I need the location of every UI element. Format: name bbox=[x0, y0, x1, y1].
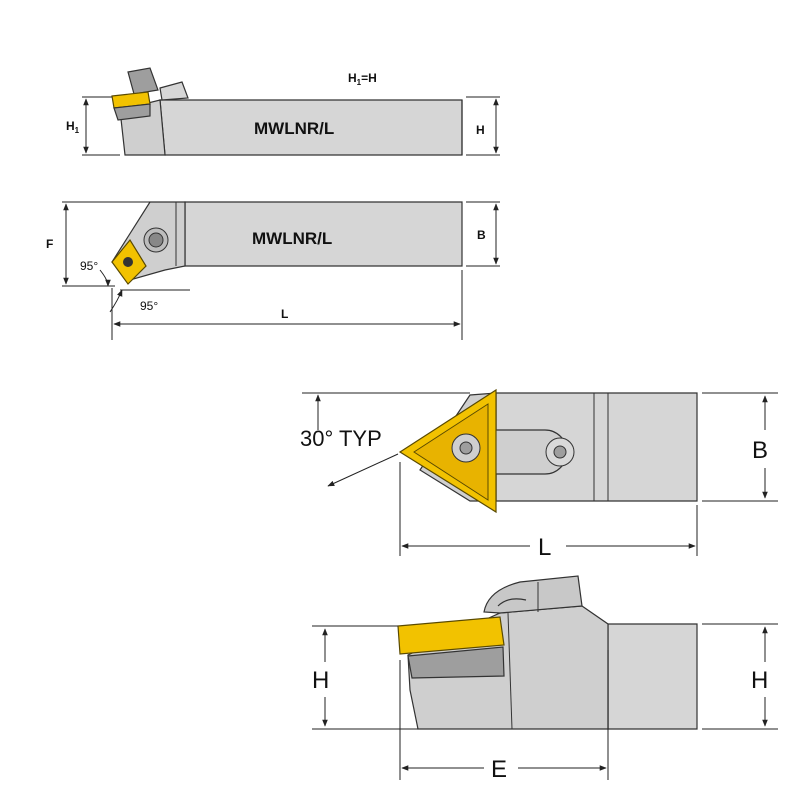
clamp bbox=[127, 67, 159, 95]
h-label-large-right: H bbox=[751, 667, 768, 694]
l-label-large: L bbox=[538, 534, 551, 561]
h-label-large-left: H bbox=[312, 667, 329, 694]
l-label-small: L bbox=[281, 307, 288, 321]
clamp-side-large bbox=[483, 575, 583, 614]
b-label-small: B bbox=[477, 228, 486, 242]
shim-side-small bbox=[113, 103, 151, 121]
b-label-large: B bbox=[752, 437, 768, 464]
typ-angle-label: 30° TYP bbox=[300, 426, 382, 451]
side-view-small: MWLNR/L H1 H H1=H bbox=[66, 67, 500, 156]
side-view-large: H H E bbox=[312, 575, 778, 783]
clamp-top bbox=[159, 81, 189, 101]
h1-equals-h-label: H1=H bbox=[348, 71, 377, 87]
f-label: F bbox=[46, 237, 53, 251]
shank-side-large bbox=[607, 623, 698, 730]
shim-side-large bbox=[407, 646, 505, 679]
angle-label-2: 95° bbox=[140, 299, 158, 313]
h-label-small: H bbox=[476, 123, 485, 137]
insert-side-large bbox=[397, 616, 505, 655]
plan-view-small: MWLNR/L F B L 95° 95° bbox=[46, 201, 500, 340]
model-label-plan: MWLNR/L bbox=[252, 229, 332, 248]
plan-view-large: 30° TYP B L bbox=[300, 388, 778, 561]
angle-label-1: 95° bbox=[80, 259, 98, 273]
e-label: E bbox=[491, 756, 507, 783]
model-label-side: MWLNR/L bbox=[254, 119, 334, 138]
h1-label: H1 bbox=[66, 119, 80, 135]
